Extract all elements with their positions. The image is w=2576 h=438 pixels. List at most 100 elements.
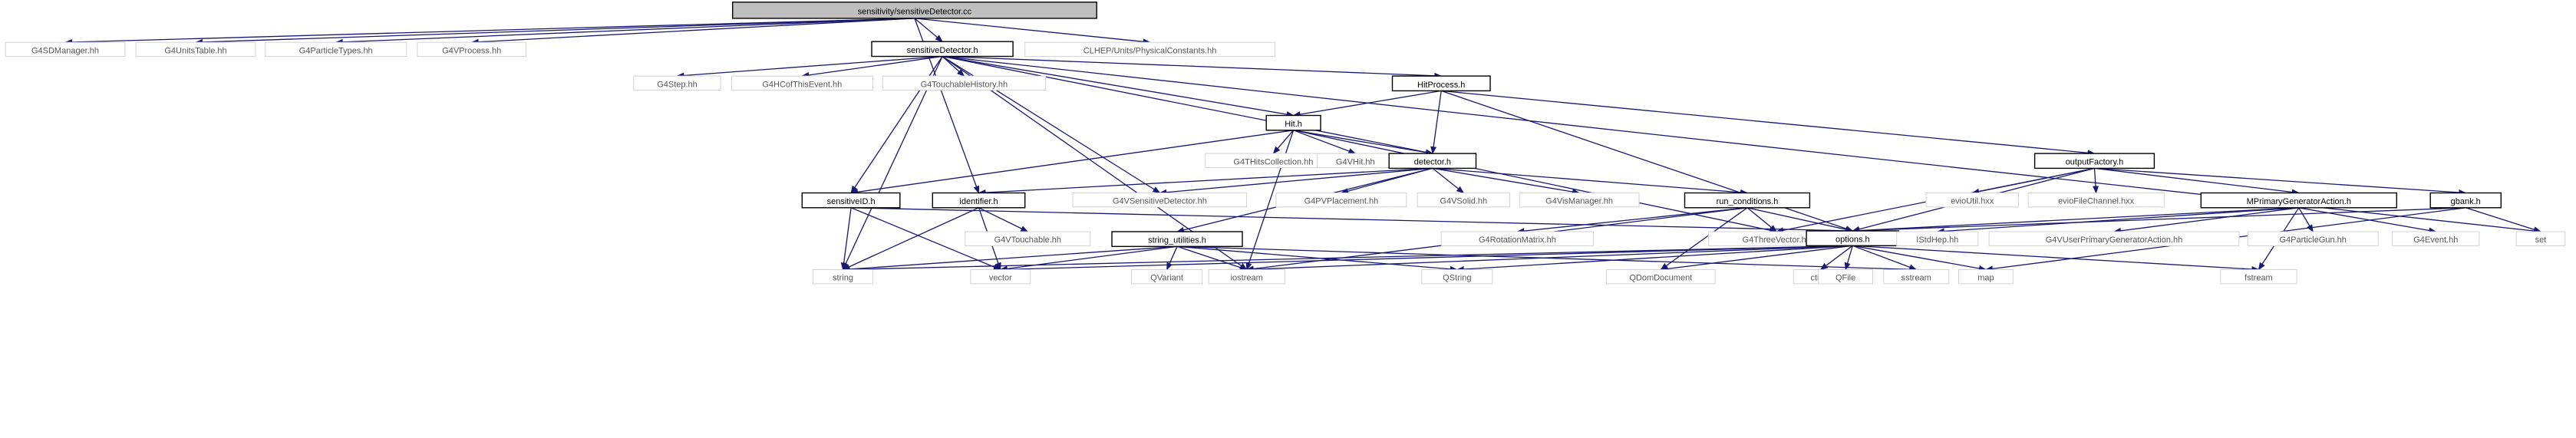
node-label-vector: vector [989,274,1012,283]
node-label-sstream: sstream [1901,274,1931,283]
edge-run_conditions_h-to-g4threevector [1746,207,1777,232]
node-box-map [1958,269,2014,285]
node-g4event: G4Event.hh [2392,231,2480,246]
node-sensitiveid_h[interactable]: sensitiveID.h [801,192,901,209]
node-label-g4vsolid: G4VSolid.hh [1440,197,1487,206]
edge-outputfactory_h-to-gbank_h [2094,167,2467,196]
node-box-g4particlegun [2247,231,2379,246]
node-qstring: QString [1421,269,1493,285]
edge-detector_h-to-g4vsolid [1432,167,1465,194]
edge-options_h-to-qfile [1844,245,1853,271]
node-label-gbank_h: gbank.h [2451,197,2481,206]
node-root[interactable]: sensitivity/sensitiveDetector.cc [732,2,1097,19]
edge-mprimarygenerator_h-to-istdhep [1936,207,2299,235]
node-box-vector [970,269,1031,285]
node-label-hit_h: Hit.h [1285,120,1302,129]
node-box-string [813,269,873,285]
edge-run_conditions_h-to-options_h [1746,207,1854,232]
node-evioutil: evioUtil.hxx [1925,193,2019,208]
node-box-mprimarygenerator_h [2200,192,2398,209]
node-run_conditions_h[interactable]: run_conditions.h [1684,192,1811,209]
node-box-hit_h [1265,114,1321,131]
edge-string_utilities_h-to-string [842,245,1178,272]
node-box-hitprocess_h [1391,75,1491,92]
node-box-identifier_h [932,192,1026,209]
edge-sensitiveid_h-to-string [840,207,852,271]
node-hitprocess_h[interactable]: HitProcess.h [1391,75,1491,92]
node-g4particletypes: G4ParticleTypes.hh [265,41,407,58]
edge-hitprocess_h-to-detector_h [1430,91,1442,155]
node-string: string [813,269,873,285]
edge-hit_h-to-g4vhit [1293,130,1357,154]
edge-detector_h-to-g4vsensitivedetector [1159,167,1433,196]
node-clhep_units: CLHEP/Units/PhysicalConstants.hh [1024,41,1275,58]
node-box-qdomdocument [1606,269,1716,285]
node-box-g4vismanager [1519,193,1640,208]
node-label-qfile: QFile [1836,274,1855,283]
node-g4vtouchable: G4VTouchable.hh [965,231,1091,246]
edge-string_utilities_h-to-vector [999,245,1178,272]
node-box-evioutil [1925,193,2019,208]
node-outputfactory_h[interactable]: outputFactory.h [2033,153,2155,170]
node-box-g4pvplacement [1275,193,1407,208]
node-label-qvariant: QVariant [1150,274,1183,283]
node-identifier_h[interactable]: identifier.h [932,192,1026,209]
node-g4step: G4Step.hh [633,75,721,91]
node-mprimarygenerator_h[interactable]: MPrimaryGeneratorAction.h [2200,192,2398,209]
node-detector_h[interactable]: detector.h [1388,153,1477,170]
node-gbank_h[interactable]: gbank.h [2429,192,2502,209]
edge-detector_h-to-run_conditions_h [1432,167,1748,196]
node-label-g4event: G4Event.hh [2413,235,2458,245]
edge-identifier_h-to-g4vtouchable [978,207,1029,232]
edge-sensitivedetector_h-to-g4touchablehistory [942,56,965,77]
node-options_h[interactable]: options.h [1806,230,1900,246]
node-label-string: string [833,274,853,283]
edge-root-to-g4sdmanager [64,18,915,45]
node-label-g4unitstable: G4UnitsTable.hh [164,46,226,55]
edge-sensitivedetector_h-to-hitprocess_h [942,55,1443,79]
node-qdomdocument: QDomDocument [1606,269,1716,285]
node-sensitivedetector_h[interactable]: sensitiveDetector.h [871,41,1014,58]
node-label-g4rotationmatrix: G4RotationMatrix.hh [1479,235,1556,245]
edge-root-to-g4vprocess [470,18,915,45]
edge-sensitiveid_h-to-options_h [851,207,1854,234]
node-label-istdhep: IStdHep.hh [1916,235,1958,245]
node-box-g4vsensitivedetector [1072,193,1248,208]
node-label-g4particlegun: G4ParticleGun.hh [2279,235,2346,245]
node-label-qstring: QString [1443,274,1471,283]
edge-sensitivedetector_h-to-hit_h [942,55,1295,117]
edge-mprimarygenerator_h-to-options_h [1852,207,2299,234]
node-label-clhep_units: CLHEP/Units/PhysicalConstants.hh [1084,46,1217,55]
node-string_utilities_h[interactable]: string_utilities.h [1111,231,1243,247]
node-g4hcofthisevent: G4HCofThisEvent.hh [731,75,873,91]
node-label-g4vprocess: G4VProcess.hh [442,46,501,55]
node-label-detector_h: detector.h [1414,158,1451,167]
node-box-qstring [1421,269,1493,285]
node-label-g4thitscollection: G4THitsCollection.hh [1233,157,1313,166]
edge-hit_h-to-g4thitscollection [1272,130,1295,154]
edge-options_h-to-vector [999,245,1853,273]
edge-gbank_h-to-set [2466,207,2541,233]
node-hit_h[interactable]: Hit.h [1265,114,1321,131]
node-box-g4particletypes [265,41,407,58]
node-label-sensitivedetector_h: sensitiveDetector.h [907,46,978,55]
node-box-sstream [1883,269,1950,285]
edge-run_conditions_h-to-g4rotationmatrix [1516,207,1748,235]
edge-mprimarygenerator_h-to-g4event [2298,207,2437,234]
edge-options_h-to-ctime [1819,245,1853,271]
edge-sensitivedetector_h-to-string [842,56,943,271]
edge-string_utilities_h-to-iostream [1176,245,1248,271]
node-label-identifier_h: identifier.h [959,197,998,206]
edge-options_h-to-fstream [1852,245,2260,272]
node-label-string_utilities_h: string_utilities.h [1148,236,1206,245]
edge-root-to-g4particletypes [335,18,915,45]
node-g4vprocess: G4VProcess.hh [417,41,527,58]
node-box-iostream [1208,269,1285,285]
edge-hitprocess_h-to-hit_h [1292,90,1442,117]
edge-sensitivedetector_h-to-g4hcofthisevent [801,55,943,78]
node-label-set: set [2535,235,2547,245]
node-box-g4vsolid [1417,193,1510,208]
edge-sensitiveid_h-to-vector [850,207,1001,271]
edge-hitprocess_h-to-options_h [1440,90,1854,232]
